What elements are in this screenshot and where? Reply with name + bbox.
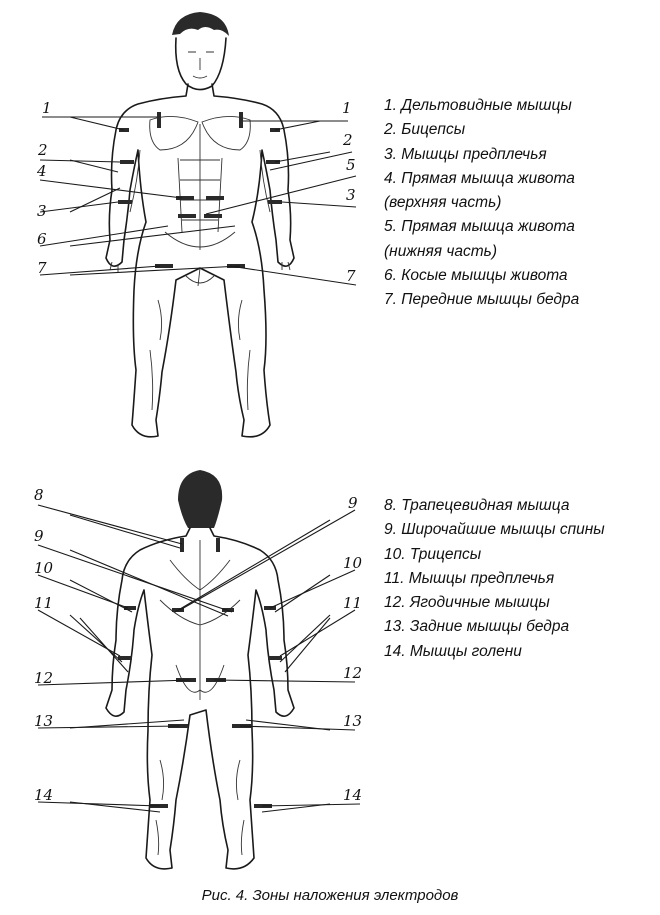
back-body-figure xyxy=(105,470,295,870)
front-label-4-left: 4 xyxy=(36,162,47,180)
front-leader-lines xyxy=(39,116,357,286)
back-legend: 8. Трапецевидная мышца 9. Широчайшие мыш… xyxy=(384,494,605,664)
front-legend-item: 1. Дельтовидные мышцы xyxy=(384,97,572,114)
back-legend-item: 13. Задние мышцы бедра xyxy=(384,618,570,636)
front-label-7-left: 7 xyxy=(37,259,47,277)
front-label-1-left: 1 xyxy=(42,99,52,117)
front-legend-item: 3. Мышцы предплечья xyxy=(384,145,547,163)
back-legend-item: 9. Широчайшие мышцы спины xyxy=(384,521,605,539)
front-label-2-right: 2 xyxy=(342,131,353,149)
back-legend-item: 14. Мышцы голени xyxy=(384,642,522,660)
front-label-1-right: 1 xyxy=(342,99,352,117)
figure-caption: Рис. 4. Зоны наложения электродов xyxy=(201,887,459,904)
front-legend-item: 2. Бицепсы xyxy=(384,121,466,139)
back-label-14-right: 14 xyxy=(343,786,362,804)
back-label-12-left: 12 xyxy=(34,669,53,687)
front-label-3-right: 3 xyxy=(346,186,356,204)
back-label-9-right: 9 xyxy=(348,494,358,512)
front-legend-item: (верхняя часть) xyxy=(384,194,502,212)
back-number-labels: 8 9 9 10 10 11 11 12 12 13 13 14 14 xyxy=(34,486,363,804)
front-legend-item: 4. Прямая мышца живота xyxy=(384,169,575,187)
back-label-14-left: 14 xyxy=(34,786,53,804)
back-label-8-left: 8 xyxy=(34,486,44,504)
back-label-10-left: 10 xyxy=(34,559,54,577)
front-label-6-left: 6 xyxy=(37,230,47,248)
front-legend-item: 7. Передние мышцы бедра xyxy=(384,291,580,309)
front-body-figure xyxy=(105,12,295,438)
front-legend: 1. Дельтовидные мышцы 2. Бицепсы 3. Мышц… xyxy=(384,94,579,313)
back-label-13-right: 13 xyxy=(343,712,362,730)
back-label-11-right: 11 xyxy=(343,594,362,612)
front-number-labels: 1 1 2 2 4 5 3 3 6 7 7 xyxy=(36,99,356,285)
front-label-7-right: 7 xyxy=(346,267,356,285)
front-label-5-right: 5 xyxy=(346,156,356,174)
front-label-2-left: 2 xyxy=(37,141,48,159)
front-label-3-left: 3 xyxy=(37,202,47,220)
front-legend-item: 6. Косые мышцы живота xyxy=(384,267,568,285)
front-legend-item: 5. Прямая мышца живота xyxy=(384,218,575,236)
front-legend-item: (нижняя часть) xyxy=(384,242,497,260)
back-legend-item: 10. Трицепсы xyxy=(384,545,482,563)
back-legend-item: 12. Ягодичные мышцы xyxy=(384,594,550,612)
back-legend-item: 8. Трапецевидная мышца xyxy=(384,497,570,514)
back-label-11-left: 11 xyxy=(34,594,53,612)
back-label-9-left: 9 xyxy=(34,527,44,545)
back-label-12-right: 12 xyxy=(343,664,362,682)
back-leader-lines xyxy=(37,504,361,813)
back-label-13-left: 13 xyxy=(34,712,53,730)
back-legend-item: 11. Мышцы предплечья xyxy=(384,569,555,587)
back-label-10-right: 10 xyxy=(343,554,363,572)
